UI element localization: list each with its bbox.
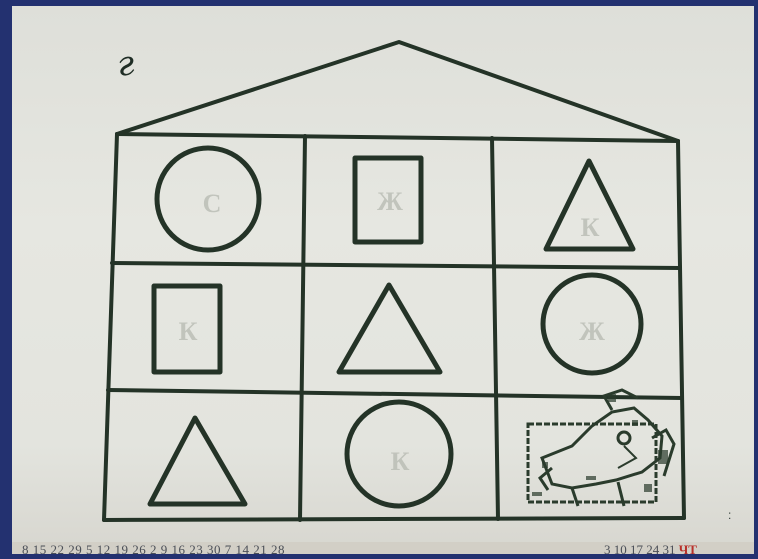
faint-letter-6: К [391, 447, 410, 476]
shape-triangle-r2c2 [339, 285, 440, 372]
calendar-strip-left: 8 15 22 29 5 12 19 26 2 9 16 23 30 7 14 … [22, 542, 285, 554]
faint-letter-1: С [203, 189, 222, 218]
roof [117, 42, 678, 141]
picture-cell-r3c3 [528, 390, 674, 506]
small-mark: : [728, 508, 731, 522]
faint-letter-2: Ж [377, 187, 403, 216]
faint-letter-3: К [581, 213, 600, 242]
house-drawing: С Ж К К Ж К [12, 6, 754, 554]
shape-triangle-r3c1 [150, 418, 245, 504]
wall-left [104, 134, 117, 520]
paper-sheet: г [12, 6, 754, 554]
calendar-strip-right-numbers: 3 10 17 24 31 [604, 542, 676, 554]
wall-right [678, 141, 684, 518]
col-divider-2 [492, 138, 498, 519]
calendar-strip-right: 3 10 17 24 31 ЧТ [604, 542, 697, 554]
calendar-strip: 8 15 22 29 5 12 19 26 2 9 16 23 30 7 14 … [12, 542, 754, 554]
faint-letter-5: Ж [579, 317, 605, 346]
calendar-strip-day: ЧТ [679, 542, 697, 554]
row-divider-2 [108, 390, 682, 398]
col-divider-1 [300, 136, 305, 520]
floor-line [104, 518, 684, 520]
roof-base [117, 134, 678, 141]
row-divider-1 [112, 263, 680, 268]
faint-letter-4: К [179, 317, 198, 346]
